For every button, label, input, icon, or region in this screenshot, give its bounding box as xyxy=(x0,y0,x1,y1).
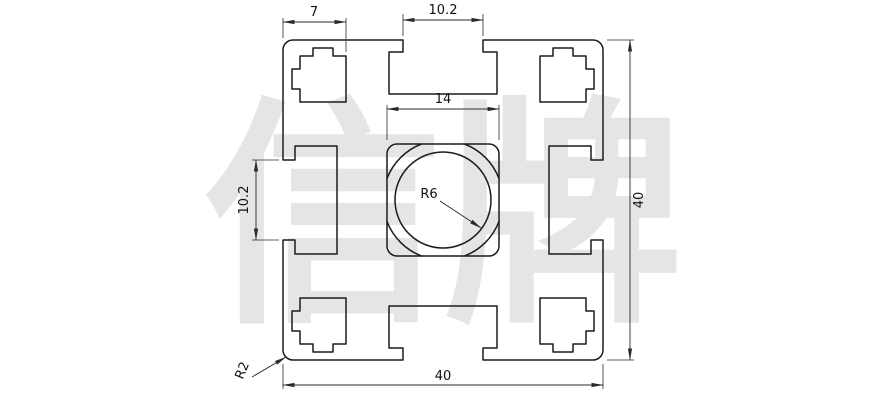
dim-text-7: 7 xyxy=(310,5,318,20)
profile-outer-contour xyxy=(282,39,604,361)
dim-text-14: 14 xyxy=(435,92,452,107)
corner-chamber-top-left xyxy=(291,47,347,103)
center-arc-bottom-right xyxy=(463,220,500,257)
dim-text-40-bottom: 40 xyxy=(435,369,452,384)
center-arc-bottom-left xyxy=(386,220,423,257)
center-bore-circle xyxy=(394,151,492,249)
dim-text-10-2-top: 10.2 xyxy=(429,3,458,18)
center-arc-top-right xyxy=(463,143,500,180)
dim-text-10-2-left: 10.2 xyxy=(237,186,252,215)
corner-chamber-top-right xyxy=(539,47,595,103)
center-arc-top-left xyxy=(386,143,423,180)
r2-leader-line xyxy=(251,356,287,378)
watermark-text: 信牌 xyxy=(203,77,683,357)
dim-text-40-right: 40 xyxy=(632,192,647,209)
center-cavity-outline xyxy=(386,143,500,257)
r6-leader-line xyxy=(439,200,482,229)
corner-chamber-bottom-right xyxy=(539,297,595,353)
dim-text-r6: R6 xyxy=(420,187,437,202)
corner-chamber-bottom-left xyxy=(291,297,347,353)
dim-text-r2: R2 xyxy=(233,360,253,382)
